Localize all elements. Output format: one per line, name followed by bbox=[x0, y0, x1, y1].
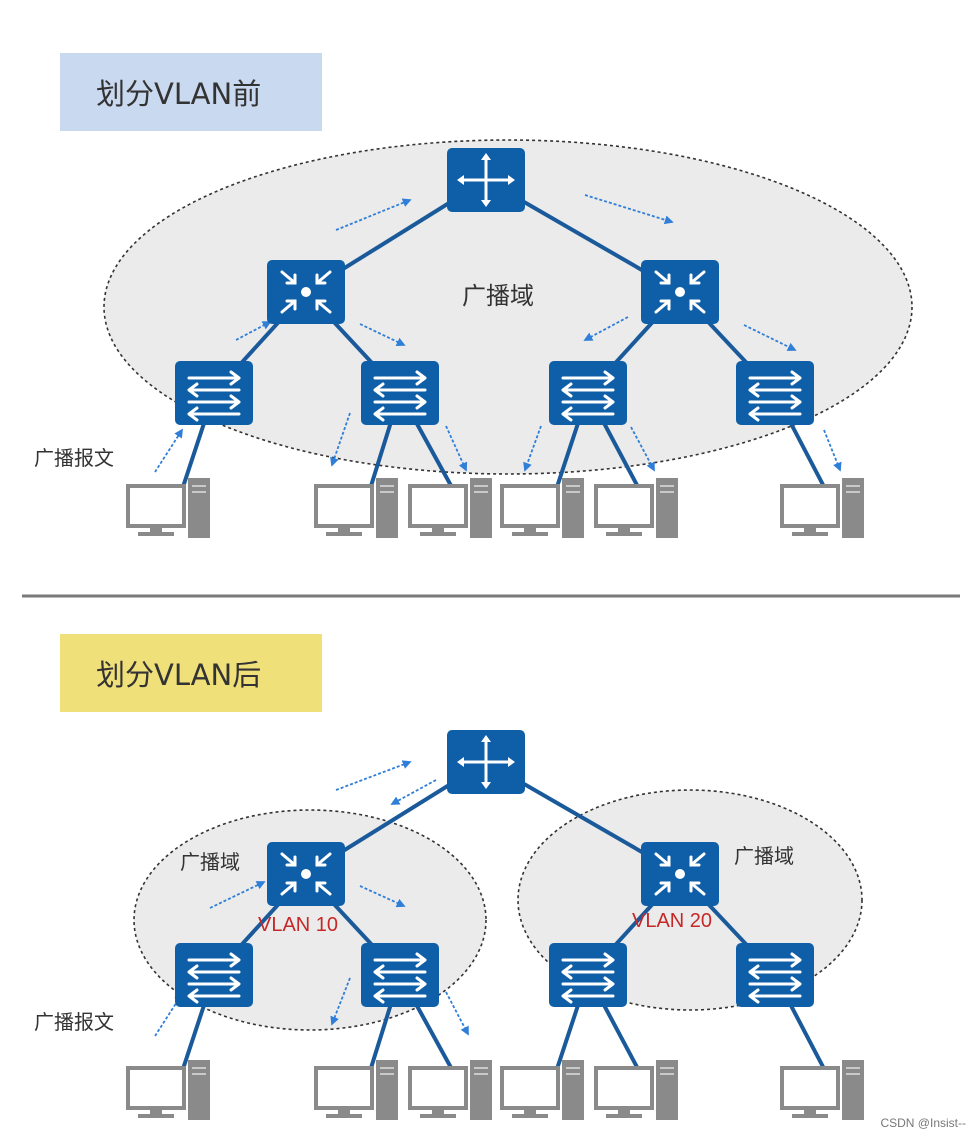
l2-switch-icon bbox=[361, 943, 439, 1007]
dashed-arrow-icon bbox=[335, 760, 412, 791]
l3-switch-icon bbox=[641, 260, 719, 324]
vlan-10-label: VLAN 10 bbox=[258, 914, 339, 936]
l3-switch-icon bbox=[267, 842, 345, 906]
l2-switch-icon bbox=[549, 943, 627, 1007]
l2-switch-icon bbox=[175, 361, 253, 425]
l3-switch-icon bbox=[641, 842, 719, 906]
dashed-arrow-icon bbox=[390, 779, 437, 805]
dashed-arrow-icon bbox=[523, 425, 542, 472]
after-vlan-title-text: 划分VLAN后 bbox=[96, 658, 262, 692]
dashed-arrow-icon bbox=[630, 426, 655, 472]
l2-switch-icon bbox=[736, 943, 814, 1007]
after-vlan-title: 划分VLAN后 bbox=[60, 634, 322, 712]
l2-switch-icon bbox=[549, 361, 627, 425]
broadcast-domain-label-left: 广播域 bbox=[180, 850, 240, 874]
pc-icon bbox=[594, 1060, 678, 1120]
vlan-20-label: VLAN 20 bbox=[632, 910, 713, 932]
pc-icon bbox=[314, 1060, 398, 1120]
l2-switch-icon bbox=[361, 361, 439, 425]
pc-icon bbox=[780, 478, 864, 538]
broadcast-packet-label-bottom: 广播报文 bbox=[34, 1010, 114, 1034]
pc-icon bbox=[500, 1060, 584, 1120]
broadcast-domain-ellipse bbox=[103, 139, 913, 475]
pc-icon bbox=[594, 478, 678, 538]
dashed-arrow-icon bbox=[235, 321, 272, 341]
dashed-arrow-icon bbox=[823, 429, 842, 472]
l2-switch-icon bbox=[175, 943, 253, 1007]
pc-icon bbox=[500, 478, 584, 538]
pc-icon bbox=[314, 478, 398, 538]
dashed-arrow-icon bbox=[330, 977, 351, 1026]
dashed-arrow-icon bbox=[154, 428, 183, 473]
broadcast-domain-label-right: 广播域 bbox=[734, 844, 794, 868]
dashed-arrow-icon bbox=[330, 412, 351, 467]
router-icon bbox=[447, 148, 525, 212]
pc-icon bbox=[408, 478, 492, 538]
dashed-arrow-icon bbox=[743, 324, 797, 351]
pc-icon bbox=[126, 478, 210, 538]
pc-icon bbox=[408, 1060, 492, 1120]
dashed-arrow-icon bbox=[584, 194, 674, 225]
pc-icon bbox=[780, 1060, 864, 1120]
before-vlan-title: 划分VLAN前 bbox=[60, 53, 322, 131]
dashed-arrow-icon bbox=[359, 323, 406, 346]
l3-switch-icon bbox=[267, 260, 345, 324]
dashed-arrow-icon bbox=[445, 425, 468, 472]
dashed-arrow-icon bbox=[335, 198, 412, 231]
dashed-arrow-icon bbox=[583, 316, 629, 341]
before-vlan-title-text: 划分VLAN前 bbox=[96, 77, 262, 111]
watermark: CSDN @Insist-- bbox=[880, 1116, 966, 1130]
l2-switch-icon bbox=[736, 361, 814, 425]
broadcast-domain-label: 广播域 bbox=[462, 282, 534, 310]
router-icon bbox=[447, 730, 525, 794]
dashed-arrow-icon bbox=[359, 885, 406, 908]
pc-icon bbox=[126, 1060, 210, 1120]
broadcast-packet-label-top: 广播报文 bbox=[34, 446, 114, 470]
dashed-arrow-icon bbox=[445, 991, 469, 1036]
